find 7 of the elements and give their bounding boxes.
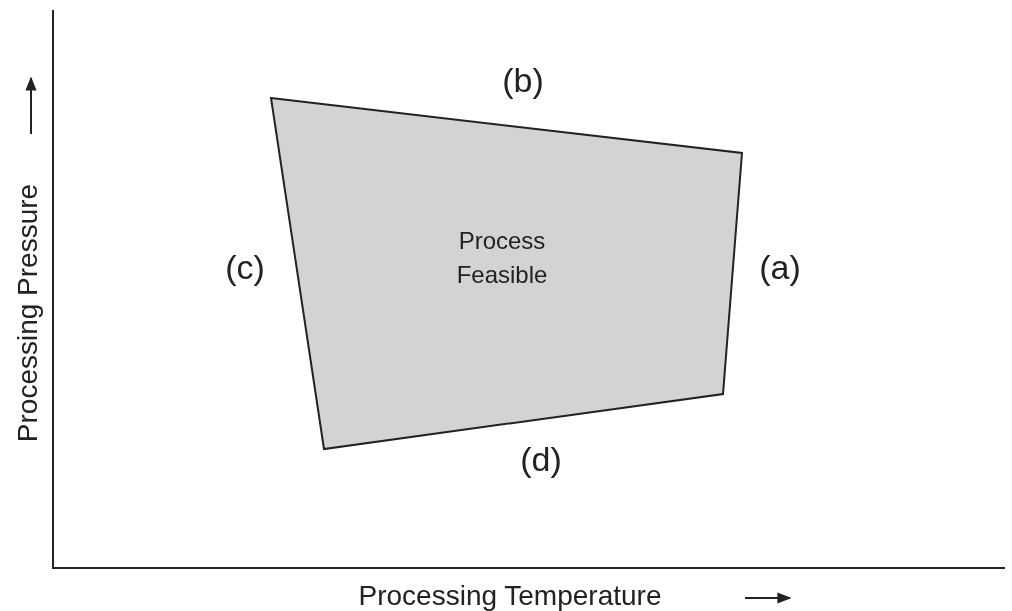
boundary-letter: (a) [759,250,801,284]
boundary-letter: (d) [520,442,562,476]
axis-title: Processing Temperature [358,582,662,610]
boundary-letter: (b) [502,63,544,97]
axis-title: Processing Pressure [14,183,42,443]
boundary-letter: (c) [225,250,265,284]
region-label: Process Feasible [455,226,549,290]
